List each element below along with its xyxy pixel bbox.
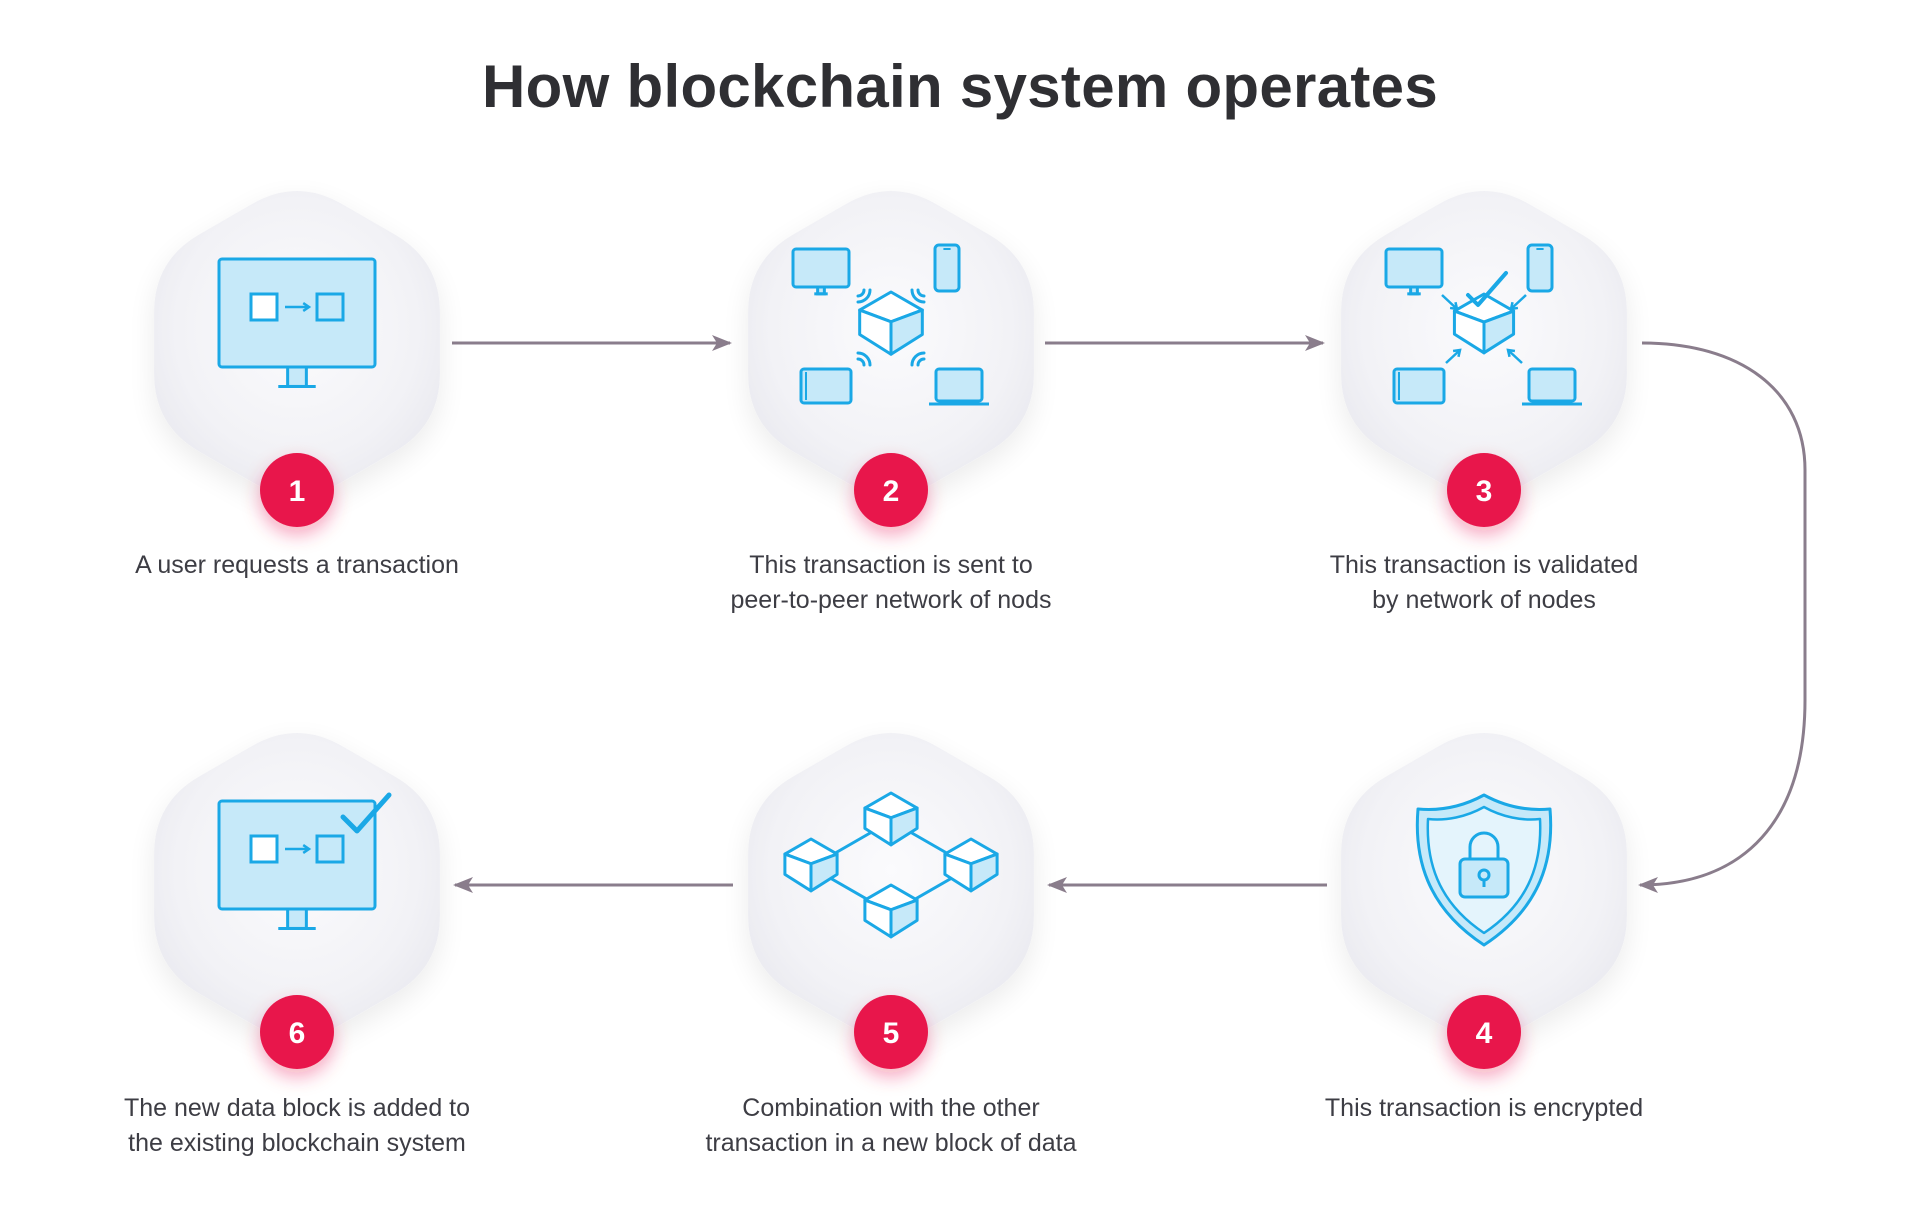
step-5-caption: Combination with the other transaction i… — [651, 1091, 1131, 1161]
shield-lock-icon — [1415, 793, 1553, 947]
monitor-transfer-icon — [217, 257, 377, 388]
step-number: 4 — [1476, 1017, 1493, 1050]
step-number: 1 — [289, 475, 306, 508]
step-number: 3 — [1476, 475, 1493, 508]
step-number-badge — [854, 453, 928, 527]
step-3: 3 — [1341, 191, 1627, 527]
peer-network-icon — [791, 243, 989, 406]
step-2: 2 — [748, 191, 1034, 527]
step-4-caption: This transaction is encrypted — [1244, 1091, 1724, 1126]
node-validation-icon — [1384, 243, 1582, 406]
monitor-check-icon — [217, 792, 392, 930]
step-number-badge — [260, 453, 334, 527]
caption-line: This transaction is encrypted — [1324, 1094, 1644, 1122]
step-number: 2 — [883, 475, 900, 508]
caption-line: This transaction is sent to — [749, 551, 1033, 579]
block-chain-icon — [783, 791, 999, 939]
step-1: 1 — [154, 191, 440, 527]
page-title: How blockchain system operates — [482, 53, 1438, 120]
caption-line: the existing blockchain system — [128, 1129, 466, 1157]
caption-line: transaction in a new block of data — [705, 1129, 1077, 1157]
step-number-badge — [1447, 453, 1521, 527]
step-number-badge — [1447, 995, 1521, 1069]
step-1-caption: A user requests a transaction — [57, 548, 537, 583]
arrow-3-to-4 — [1638, 341, 1807, 893]
step-number: 5 — [883, 1017, 900, 1050]
step-2-caption: This transaction is sent to peer-to-peer… — [651, 548, 1131, 618]
step-number-badge — [260, 995, 334, 1069]
connector-arrows — [452, 335, 1807, 893]
step-5: 5 — [748, 733, 1034, 1069]
caption-line: This transaction is validated — [1329, 551, 1639, 579]
caption-line: peer-to-peer network of nods — [730, 586, 1052, 614]
step-6-caption: The new data block is added to the exist… — [57, 1091, 537, 1161]
step-3-caption: This transaction is validated by network… — [1244, 548, 1724, 618]
caption-line: A user requests a transaction — [135, 551, 459, 579]
step-number: 6 — [289, 1017, 306, 1050]
caption-line: Combination with the other — [742, 1094, 1040, 1122]
step-4: 4 — [1341, 733, 1627, 1069]
caption-line: The new data block is added to — [123, 1094, 471, 1122]
step-6: 6 — [154, 733, 440, 1069]
step-number-badge — [854, 995, 928, 1069]
caption-line: by network of nodes — [1372, 586, 1596, 614]
